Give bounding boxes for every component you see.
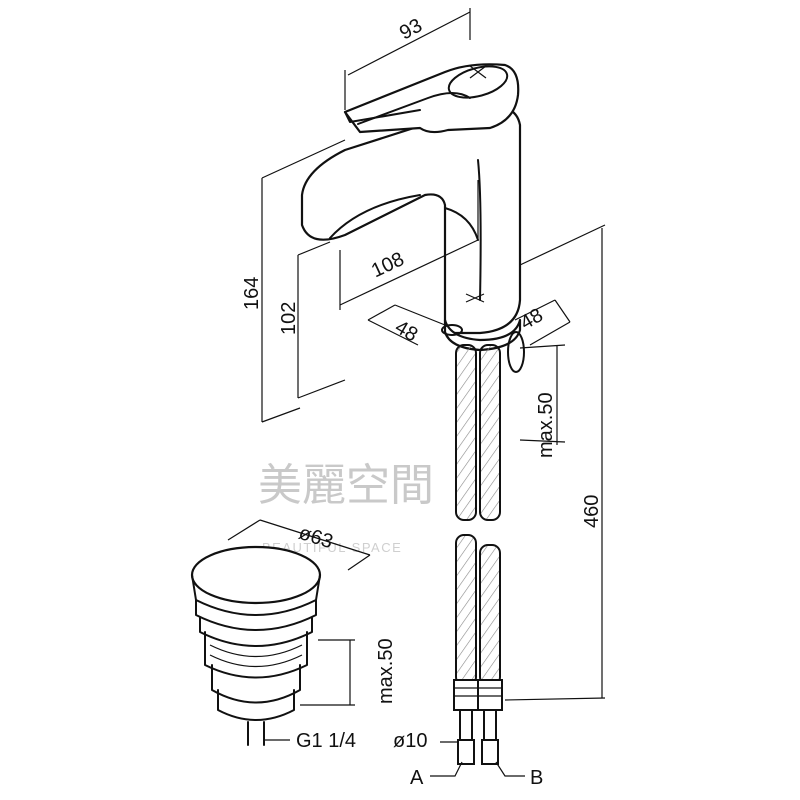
watermark: 美麗空間 BEAUTIFUL SPACE [258, 460, 434, 555]
watermark-title: 美麗空間 [258, 460, 434, 511]
base-left-label: 48 [391, 316, 421, 346]
hose-length-label: 460 [581, 495, 603, 528]
spout-reach-label: 108 [368, 248, 408, 282]
total-height-label: 164 [241, 277, 263, 310]
lever-length-label: 93 [396, 15, 426, 45]
hose-diameter-label: ø10 [393, 730, 427, 752]
dimension-lines [227, 8, 606, 777]
base-right-label: 48 [517, 304, 547, 334]
popup-waste [190, 545, 322, 746]
flexible-hoses [453, 344, 503, 765]
waste-max-thickness-label: max.50 [375, 638, 397, 704]
connection-b-label: B [530, 767, 543, 789]
dimension-labels: 93 164 102 108 48 48 max.50 460 ø63 max.… [241, 15, 603, 789]
tap-max-thickness-label: max.50 [535, 392, 557, 458]
watermark-subtitle: BEAUTIFUL SPACE [262, 540, 402, 555]
spout-clearance-label: 102 [278, 302, 300, 335]
faucet-body [300, 63, 525, 373]
waste-thread-label: G1 1/4 [296, 730, 356, 752]
connection-a-label: A [410, 767, 424, 789]
